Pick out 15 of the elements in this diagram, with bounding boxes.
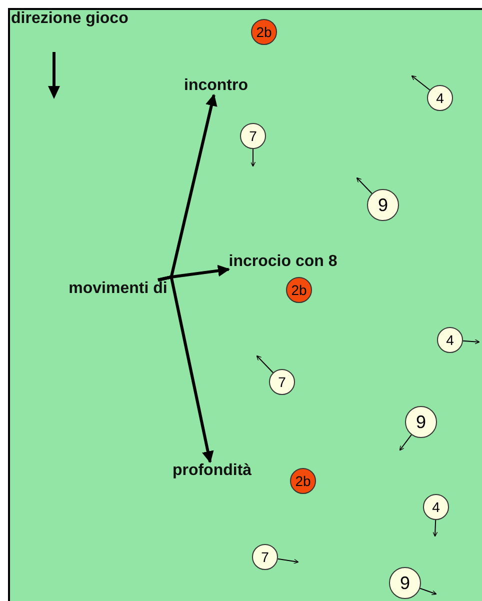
run-arrow [462, 339, 480, 344]
movement-label: incrocio con 8 [228, 253, 338, 271]
movement-label: profondità [172, 462, 252, 480]
run-arrow [399, 434, 412, 451]
run-arrow [277, 558, 299, 564]
run-arrow [411, 75, 430, 90]
run-arrow [250, 148, 256, 167]
movement-label: movimenti di [68, 280, 168, 298]
direction-label: direzione gioco [11, 10, 128, 28]
run-arrow [256, 355, 274, 374]
run-arrow [356, 177, 372, 194]
run-arrow [420, 588, 437, 596]
movement-arrow [158, 276, 214, 464]
run-arrow [432, 520, 438, 537]
movement-label: incontro [184, 77, 248, 95]
